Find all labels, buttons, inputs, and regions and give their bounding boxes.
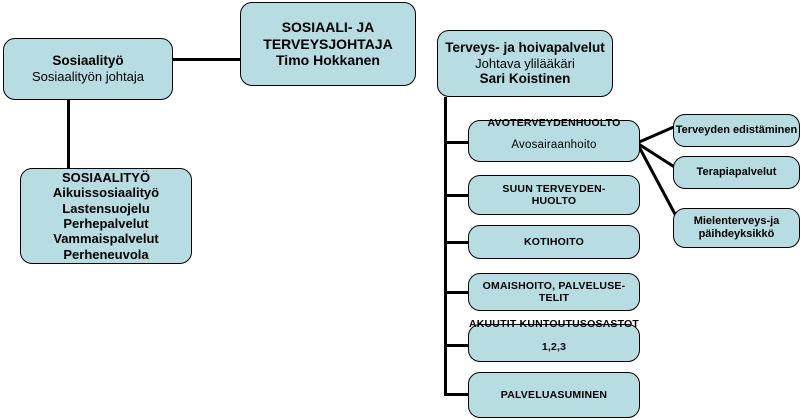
node-terveys-title: Terveys- ja hoivapalvelut	[445, 39, 605, 55]
connector-director-to-sosiaalityo	[168, 58, 244, 61]
node-sosiaalityo-unit-item-2: Perhepalvelut	[63, 216, 149, 231]
node-palveluasuminen-line1: PALVELUASUMINEN	[500, 388, 608, 401]
node-avoterveydenhuolto[interactable]: AVOTERVEYDENHUOLTO Avosairaanhoito	[468, 117, 640, 162]
node-terveys-head[interactable]: Terveys- ja hoivapalvelut Johtava ylilää…	[437, 30, 613, 97]
connector-branch-akuutit	[444, 344, 470, 347]
node-palveluasuminen[interactable]: PALVELUASUMINEN	[468, 372, 640, 418]
connector-sosiaalityo-to-unit	[67, 100, 70, 170]
connector-branch-omaishoito	[444, 291, 470, 294]
connector-branch-palveluasuminen	[444, 393, 470, 396]
node-sosiaalityo-unit-heading: SOSIAALITYÖ	[61, 170, 151, 186]
node-sosiaalityo-unit[interactable]: SOSIAALITYÖ Aikuissosiaalityö Lastensuoj…	[20, 168, 192, 264]
node-sosiaalityo-title: Sosiaalityö	[52, 53, 124, 69]
node-director-line1: SOSIAALI- JA	[281, 19, 375, 36]
node-director-line3: Timo Hokkanen	[276, 52, 380, 69]
node-sosiaalityo-unit-item-3: Vammaispalvelut	[53, 231, 159, 247]
node-mielenterveys-line2: päihdeyksikkö	[698, 228, 775, 240]
node-omaishoito-line1: OMAISHOITO, PALVELUSE-	[482, 279, 626, 292]
node-sosiaalityo-head[interactable]: Sosiaalityö Sosiaalityön johtaja	[3, 38, 173, 100]
node-omaishoito[interactable]: OMAISHOITO, PALVELUSE- TELIT	[468, 273, 640, 311]
node-kotihoito[interactable]: KOTIHOITO	[468, 225, 640, 259]
node-sosiaalityo-unit-item-0: Aikuissosiaalityö	[52, 185, 160, 201]
node-sosiaalityo-unit-item-4: Perheneuvola	[63, 246, 149, 262]
node-terapiapalvelut[interactable]: Terapiapalvelut	[673, 156, 800, 189]
node-director-line2: TERVEYSJOHTAJA	[263, 35, 393, 52]
node-sosiaalityo-subtitle: Sosiaalityön johtaja	[31, 69, 145, 85]
node-sosiaalityo-unit-item-1: Lastensuojelu	[62, 200, 150, 216]
node-terveyden-edistaminen[interactable]: Terveyden edistäminen	[673, 114, 800, 147]
node-akuutit-kuntoutusosastot-line2: 1,2,3	[541, 341, 567, 354]
node-avoterveydenhuolto-line1: AVOTERVEYDENHUOLTO	[487, 117, 621, 129]
node-akuutit-kuntoutusosastot[interactable]: AKUUTIT KUNTOUTUSOSASTOT 1,2,3	[468, 318, 640, 362]
node-director[interactable]: SOSIAALI- JA TERVEYSJOHTAJA Timo Hokkane…	[240, 2, 416, 86]
connector-terveys-trunk	[444, 97, 447, 394]
node-suun-terveydenhuolto-line1: SUUN TERVEYDEN-	[502, 182, 606, 195]
node-kotihoito-line1: KOTIHOITO	[524, 235, 584, 248]
node-suun-terveydenhuolto[interactable]: SUUN TERVEYDEN- HUOLTO	[468, 175, 640, 215]
connector-branch-avoterveydenhuolto	[444, 141, 470, 144]
node-terveys-subtitle: Johtava ylilääkäri	[475, 55, 575, 71]
connector-branch-kotihoito	[444, 241, 470, 244]
node-suun-terveydenhuolto-line2: HUOLTO	[531, 195, 577, 207]
connector-branch-suun-terveydenhuolto	[444, 194, 470, 197]
node-terveys-name: Sari Koistinen	[479, 71, 571, 87]
node-avoterveydenhuolto-line2: Avosairaanhoito	[511, 138, 597, 151]
node-terapiapalvelut-label: Terapiapalvelut	[696, 166, 777, 179]
node-akuutit-kuntoutusosastot-line1: AKUUTIT KUNTOUTUSOSASTOT	[468, 318, 640, 330]
node-omaishoito-line2: TELIT	[538, 292, 570, 304]
node-terveyden-edistaminen-label: Terveyden edistäminen	[675, 124, 798, 137]
node-mielenterveys-line1: Mielenterveys-ja	[693, 215, 780, 228]
node-mielenterveys-paihdeyksikko[interactable]: Mielenterveys-ja päihdeyksikkö	[673, 208, 800, 248]
